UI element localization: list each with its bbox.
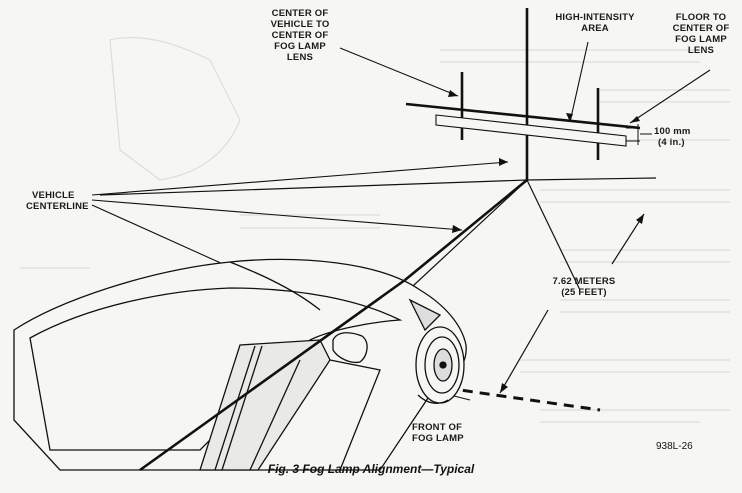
label-line: FRONT OF [412,422,463,433]
label-line: FOG LAMP [412,433,464,444]
car-centerline-stripe [139,278,406,472]
leader-center-vehicle [339,47,459,97]
offset-dimension-marker [626,124,652,145]
label-line: (4 in.) [658,137,685,148]
label-line: AREA [581,23,609,34]
floor-wall-line-left [99,179,528,196]
label-offset-100mm: 100 mm (4 in.) [654,126,724,148]
label-vehicle-centerline: VEHICLE CENTERLINE [26,190,106,212]
floor-edge-line [399,179,528,299]
leader-centerline-1 [91,161,509,196]
floor-perspective [99,177,657,299]
vehicle-drawing [13,258,467,471]
car-roof [29,287,403,451]
label-line: LENS [286,52,314,63]
car-side-mirror [332,332,368,364]
label-line: FOG LAMP [274,41,326,52]
label-line: VEHICLE TO [270,19,330,30]
floor-edge-line-right [526,179,581,291]
label-line: CENTERLINE [26,201,89,212]
label-line: 7.62 METERS [552,276,616,287]
figure-caption: Fig. 3 Fog Lamp Alignment—Typical [267,462,475,476]
leader-centerline-2 [91,199,463,231]
label-line: FLOOR TO [675,12,727,23]
label-center-of-vehicle: CENTER OF VEHICLE TO CENTER OF FOG LAMP … [252,8,348,63]
label-high-intensity-area: HIGH-INTENSITY AREA [548,12,642,34]
bleed-through-text [445,2,735,12]
high-intensity-area-bar [435,114,627,147]
leader-floor-to-center [629,69,711,124]
label-line: HIGH-INTENSITY [555,12,635,23]
leader-high-intensity [569,41,589,123]
label-line: LENS [687,45,715,56]
floor-wall-line-right [526,177,657,181]
label-floor-to-center: FLOOR TO CENTER OF FOG LAMP LENS [662,12,740,56]
label-line: CENTER OF [271,30,329,41]
label-line: (25 FEET) [561,287,607,298]
floor-centerline [404,178,528,282]
front-of-fog-lamp-dashed-line [445,386,601,412]
label-line: VEHICLE [32,190,75,201]
lamp-height-horizontal-line [405,102,641,130]
label-line: 100 mm [654,126,691,137]
label-distance-7-62m: 7.62 METERS (25 FEET) [536,276,632,298]
label-line: FOG LAMP [675,34,727,45]
label-line: CENTER OF [271,8,329,19]
label-line: CENTER OF [672,23,730,34]
label-front-of-fog-lamp: FRONT OF FOG LAMP [412,422,492,444]
figure-id: 938L-26 [656,441,693,452]
distance-dimension-arrow [499,213,645,394]
